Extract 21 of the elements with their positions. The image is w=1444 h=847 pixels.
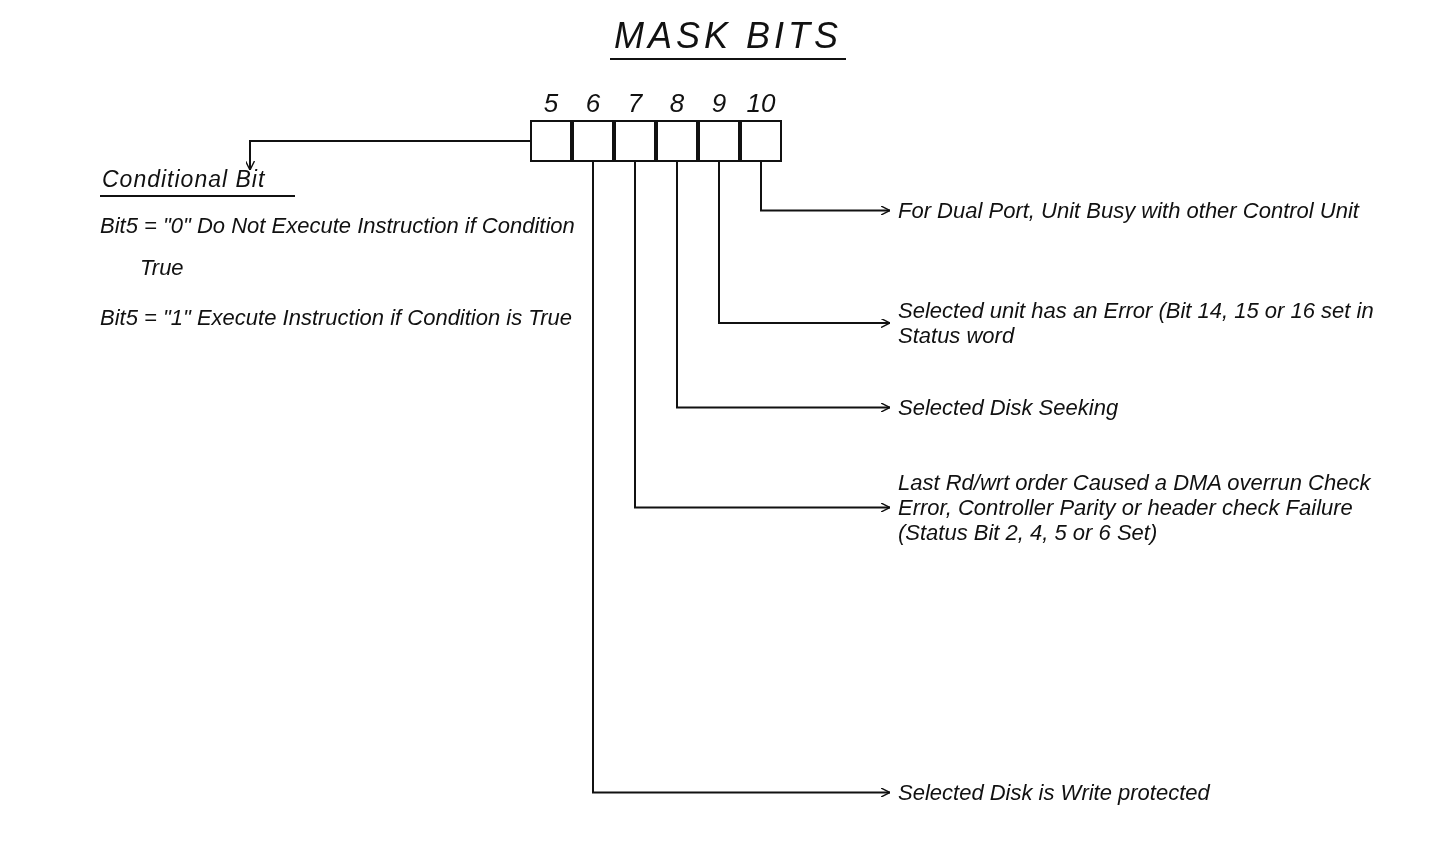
bit-description: Selected unit has an Error (Bit 14, 15 or 16 set in Status word <box>898 298 1375 348</box>
bit-number: 9 <box>710 88 728 120</box>
arrow <box>760 161 891 216</box>
arrow <box>676 161 891 413</box>
condition-note: Bit5 = "0" Do Not Execute Instruction if Condition True <box>100 212 576 282</box>
arrow <box>718 161 891 329</box>
condition-note: Bit5 = "1" Execute Instruction if Condition is True <box>100 304 573 332</box>
arrow <box>634 161 891 513</box>
bit-number: 5 <box>542 88 560 120</box>
title: MASK BITS <box>610 14 847 60</box>
bit-description: Selected Disk is Write protected <box>898 780 1212 805</box>
bit-number: 8 <box>668 88 686 120</box>
bit-number: 7 <box>626 88 644 120</box>
bit-number: 6 <box>584 88 602 120</box>
bit-description: For Dual Port, Unit Busy with other Control Unit <box>898 198 1361 223</box>
arrow <box>592 161 891 798</box>
arrow <box>244 140 531 171</box>
bit-description: Selected Disk Seeking <box>898 395 1120 420</box>
section-heading: Conditional Bit <box>100 166 296 197</box>
bit-description: Last Rd/wrt order Caused a DMA overrun Check Error, Controller Parity or header check Failure (Status Bit 2, 4, 5 or 6 Set) <box>898 470 1372 545</box>
bit-number: 10 <box>745 88 777 120</box>
